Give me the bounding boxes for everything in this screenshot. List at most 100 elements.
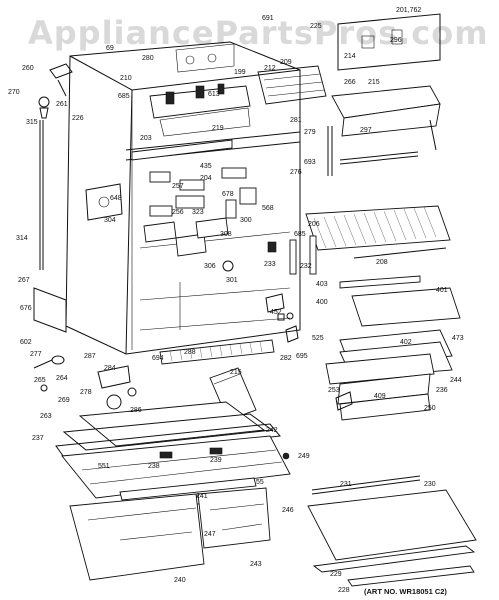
part-label: 210 bbox=[120, 75, 132, 82]
part-label: 297 bbox=[360, 127, 372, 134]
part-label: 678 bbox=[222, 191, 234, 198]
part-label: 301 bbox=[226, 277, 238, 284]
part-label: 403 bbox=[316, 281, 328, 288]
shelf-supports-233-232 bbox=[267, 235, 317, 275]
part-label: 257 bbox=[172, 183, 184, 190]
part-label: 694 bbox=[152, 355, 164, 362]
part-label: 270 bbox=[8, 89, 20, 96]
part-label: 685 bbox=[294, 231, 306, 238]
part-label: 204 bbox=[200, 175, 212, 182]
part-label: 282 bbox=[280, 355, 292, 362]
watermark: AppliancePartsPros.com bbox=[28, 14, 489, 52]
part-label: 55 bbox=[256, 479, 264, 486]
part-label: 306 bbox=[204, 263, 216, 270]
crisper-frame-237-242 bbox=[61, 435, 291, 499]
part-label: 266 bbox=[344, 79, 356, 86]
glass-shelf-230 bbox=[307, 475, 477, 587]
part-label: 269 bbox=[58, 397, 70, 404]
part-label: 695 bbox=[296, 353, 308, 360]
small-parts-281-452-282 bbox=[265, 293, 299, 343]
part-label: 314 bbox=[16, 235, 28, 242]
part-label: 206 bbox=[308, 221, 320, 228]
cabinet-liner bbox=[65, 41, 301, 355]
part-label: 304 bbox=[104, 217, 116, 224]
part-label: 265 bbox=[34, 377, 46, 384]
ice-tray-assembly bbox=[257, 65, 327, 105]
part-label: 402 bbox=[400, 339, 412, 346]
part-label: 232 bbox=[300, 263, 312, 270]
leveling-legs bbox=[33, 355, 65, 392]
part-label: 209 bbox=[280, 59, 292, 66]
freezer-shelf-bin bbox=[331, 85, 441, 137]
control-brackets bbox=[149, 167, 257, 219]
art-number: (ART NO. WR18051 C2) bbox=[364, 587, 447, 596]
part-label: 212 bbox=[264, 65, 276, 72]
part-label: 278 bbox=[80, 389, 92, 396]
part-label: 276 bbox=[290, 169, 302, 176]
part-label: 286 bbox=[130, 407, 142, 414]
part-label: 263 bbox=[40, 413, 52, 420]
part-label: 236 bbox=[436, 387, 448, 394]
part-label: 199 bbox=[234, 69, 246, 76]
part-label: 676 bbox=[20, 305, 32, 312]
part-label: 401 bbox=[436, 287, 448, 294]
part-label: 685 bbox=[118, 93, 130, 100]
part-label: 246 bbox=[282, 507, 294, 514]
part-label: 277 bbox=[30, 351, 42, 358]
part-label: 247 bbox=[204, 531, 216, 538]
part-labels: 691 201,762 225 296 214 212 209 266 215 … bbox=[8, 7, 464, 594]
part-label: 280 bbox=[142, 55, 154, 62]
part-label: 288 bbox=[184, 349, 196, 356]
part-label: 215 bbox=[368, 79, 380, 86]
part-label: 244 bbox=[450, 377, 462, 384]
part-label: 253 bbox=[328, 387, 340, 394]
part-label: 208 bbox=[376, 259, 388, 266]
base-grille-288 bbox=[159, 339, 275, 365]
part-label: 315 bbox=[26, 119, 38, 126]
part-label: 300 bbox=[240, 217, 252, 224]
part-label: 229 bbox=[330, 571, 342, 578]
crisper-drawer-243 bbox=[197, 487, 271, 549]
hinge-284 bbox=[97, 365, 137, 410]
part-label: 203 bbox=[140, 135, 152, 142]
part-label: 473 bbox=[452, 335, 464, 342]
part-label: 231 bbox=[340, 481, 352, 488]
part-label: 264 bbox=[56, 375, 68, 382]
shelf-rail-203 bbox=[131, 139, 233, 161]
side-panel-676 bbox=[33, 287, 67, 333]
part-label: 256 bbox=[172, 209, 184, 216]
part-label: 225 bbox=[310, 23, 322, 30]
part-label: 648 bbox=[110, 195, 122, 202]
hinge-pin-260 bbox=[49, 63, 73, 97]
part-label: 400 bbox=[316, 299, 328, 306]
part-label: 308 bbox=[220, 231, 232, 238]
part-label: 551 bbox=[98, 463, 110, 470]
part-label: 69 bbox=[106, 45, 114, 52]
part-label: 525 bbox=[312, 335, 324, 342]
part-label: 241 bbox=[196, 493, 208, 500]
clip-253 bbox=[335, 391, 353, 411]
part-label: 250 bbox=[424, 405, 436, 412]
part-label: 409 bbox=[374, 393, 386, 400]
part-label: 228 bbox=[338, 587, 350, 594]
wire-shelf-206 bbox=[305, 205, 451, 259]
part-label: 267 bbox=[18, 277, 30, 284]
part-label: 238 bbox=[148, 463, 160, 470]
part-label: 281 bbox=[290, 117, 302, 124]
crisper-cover-263 bbox=[55, 401, 281, 461]
meat-keeper-244 bbox=[325, 353, 435, 421]
part-label: 230 bbox=[424, 481, 436, 488]
part-label: 239 bbox=[210, 457, 222, 464]
part-label: 452 bbox=[270, 309, 282, 316]
part-label: 602 bbox=[20, 339, 32, 346]
part-label: 214 bbox=[344, 53, 356, 60]
part-label: 249 bbox=[298, 453, 310, 460]
part-label: 260 bbox=[22, 65, 34, 72]
freezer-rail bbox=[327, 119, 437, 176]
part-label: 237 bbox=[32, 435, 44, 442]
part-label: 279 bbox=[304, 129, 316, 136]
hinge-bracket-315 bbox=[38, 96, 50, 119]
glass-shelf-401 bbox=[339, 275, 461, 327]
freezer-back-panel bbox=[337, 13, 441, 71]
